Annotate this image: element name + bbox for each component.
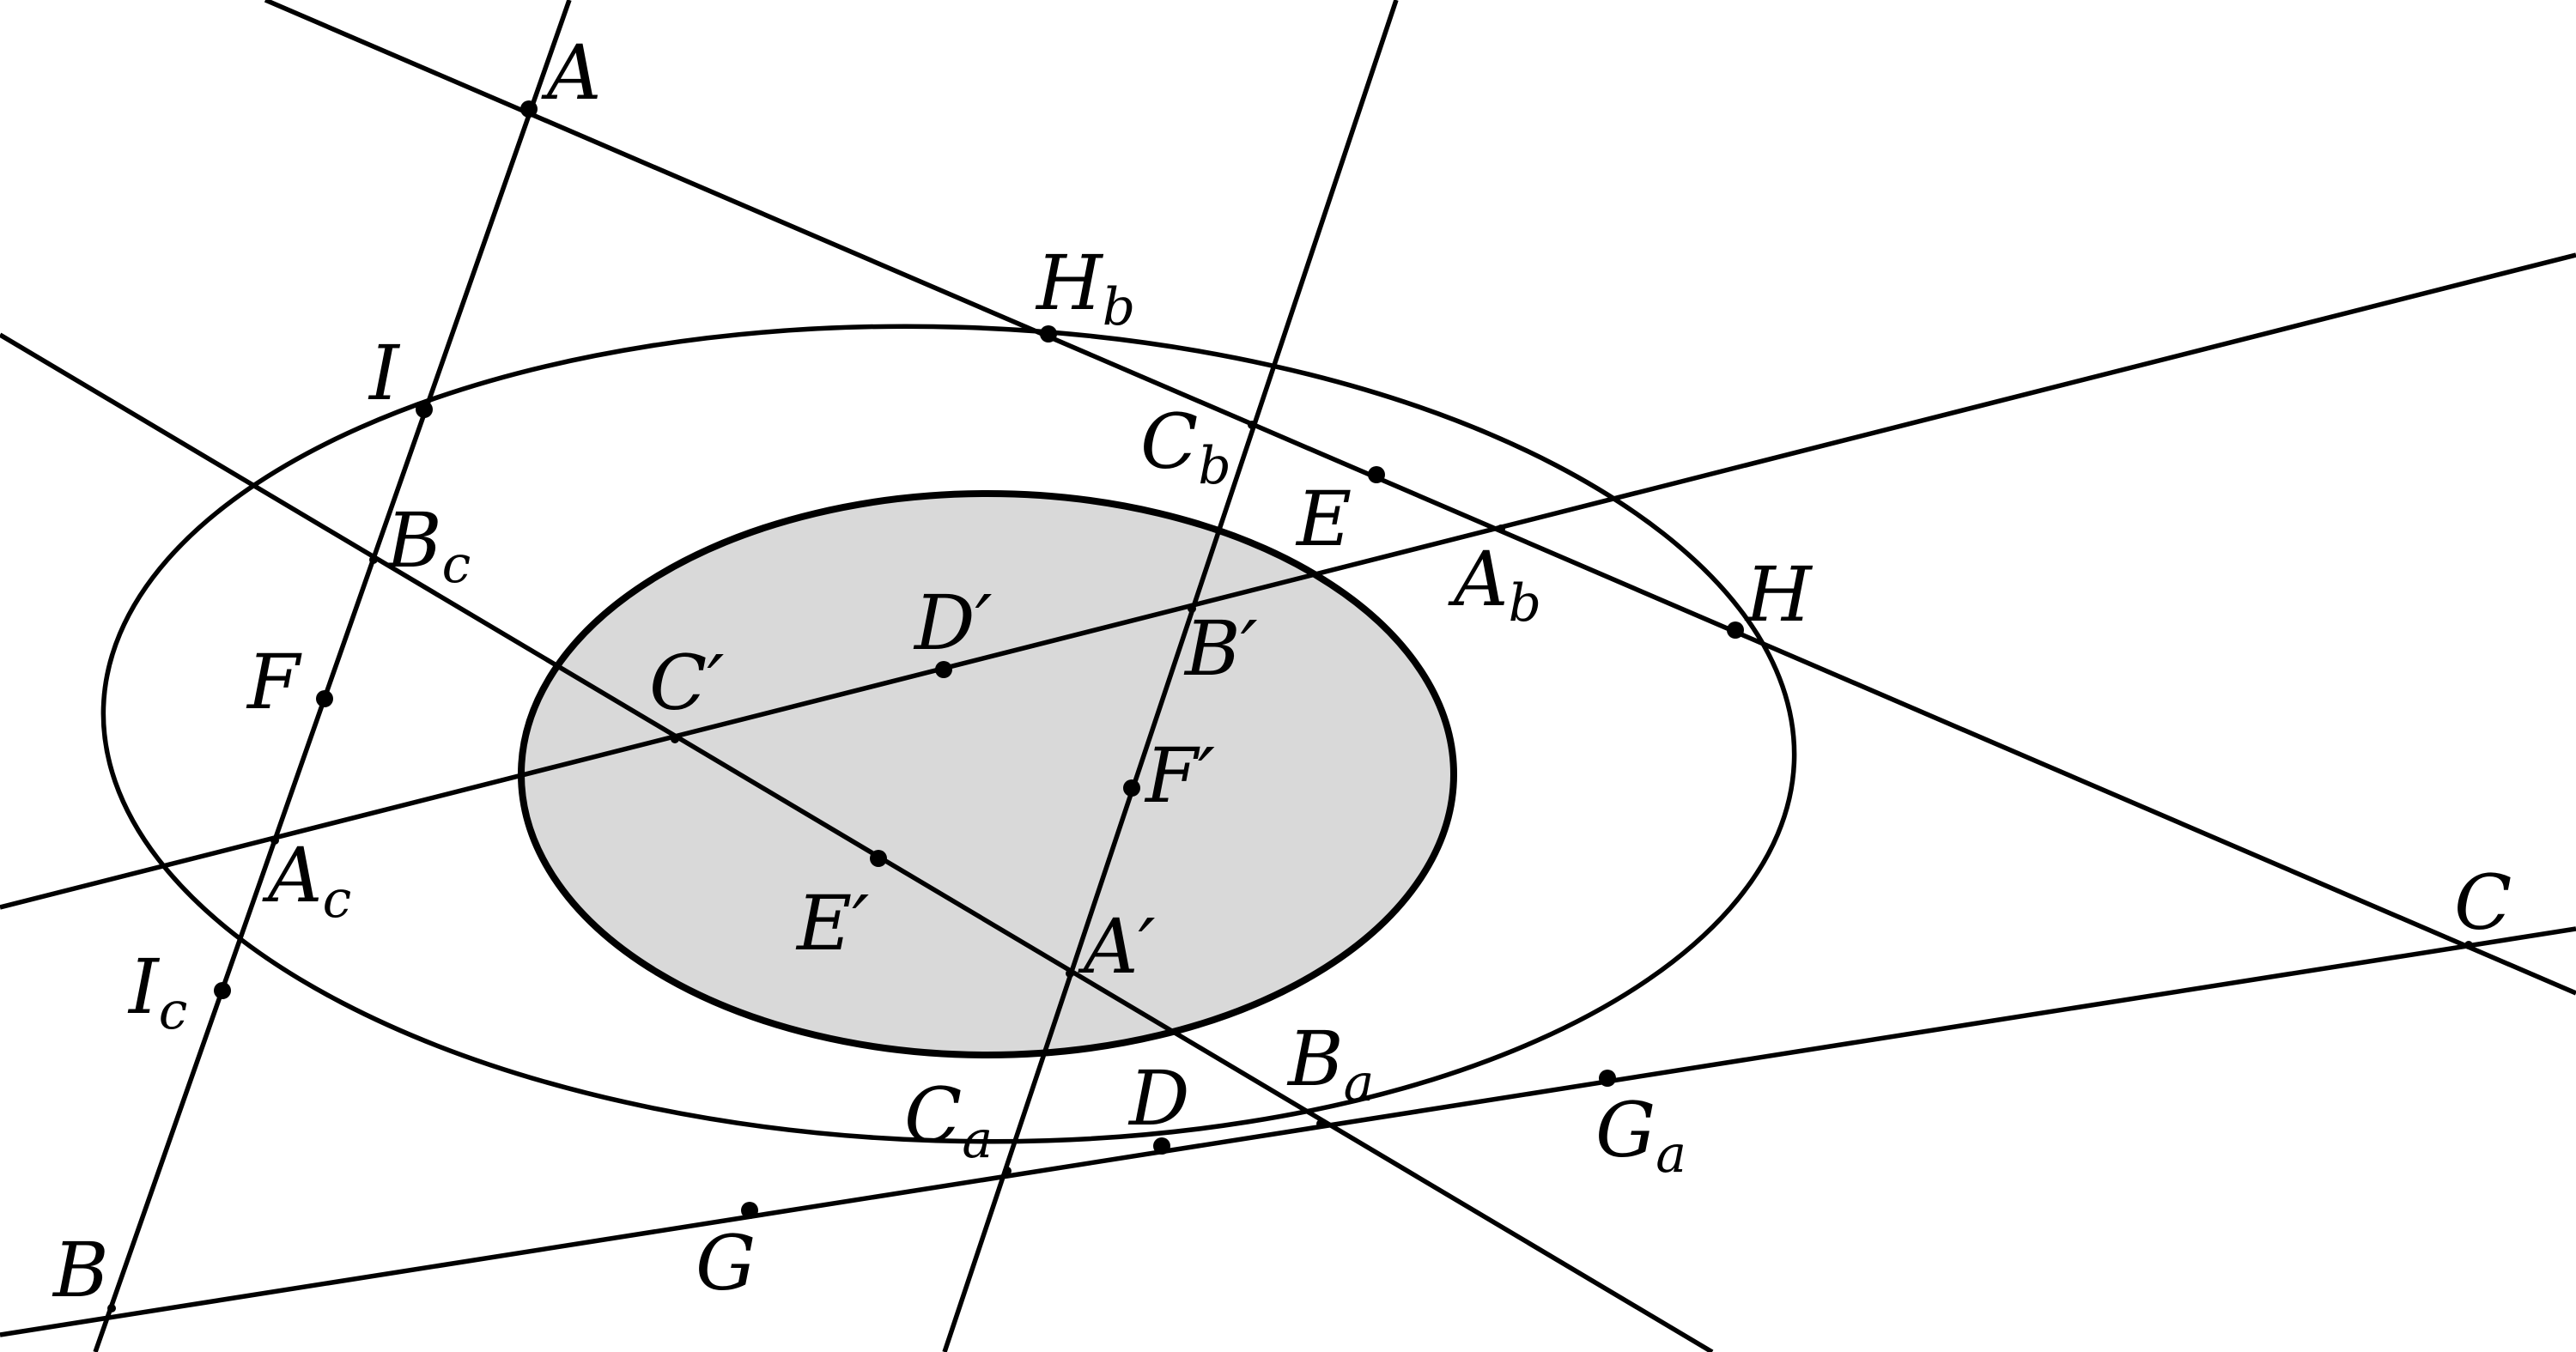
outer-ellipse [100,324,1797,1144]
point-ic [214,982,231,999]
label-ab: Ab [1448,535,1541,634]
point-bp [1188,604,1196,613]
label-cp: C′ [649,639,724,727]
point-d [1153,1137,1170,1155]
point-b [107,1304,116,1313]
point-e [1368,466,1385,483]
label-ca: Ca [904,1071,993,1170]
label-e: E [1295,475,1352,563]
label-bp: B′ [1183,604,1258,693]
label-ga: Ga [1595,1086,1686,1185]
point-f [316,690,333,707]
point-ep [870,850,887,867]
label-dp: D′ [913,579,993,667]
point-h [1727,621,1744,639]
point-ap [1066,969,1074,978]
point-g [741,1202,758,1219]
label-cb: Cb [1140,397,1231,496]
label-hb: Hb [1035,239,1135,337]
point-ba [1316,1119,1325,1128]
line-cpbp [0,252,2576,910]
line-ac [264,0,2576,996]
point-ab [1497,524,1505,533]
label-d: D [1127,1054,1190,1143]
label-c: C [2454,858,2512,947]
label-ic: Ic [127,943,187,1041]
point-a [520,100,538,118]
point-c [2464,941,2473,949]
label-h: H [1744,550,1814,639]
label-ac: Ac [262,831,351,930]
label-f: F [246,638,302,726]
point-ga [1599,1070,1616,1087]
label-bc: Bc [385,496,471,595]
label-g: G [696,1219,756,1307]
label-a: A [541,28,602,117]
label-ep: E′ [795,879,869,967]
line-bpap [942,0,1399,1352]
point-bc [369,555,378,564]
label-ap: A′ [1078,902,1156,991]
line-bc [0,926,2576,1337]
point-fp [1123,779,1140,797]
label-fp: F′ [1144,731,1215,820]
line-cpap [0,332,1714,1352]
point-ca [1003,1167,1012,1175]
label-i: I [368,329,401,417]
point-cp [671,735,679,743]
point-ac [270,836,279,845]
point-i [416,401,433,418]
line-ab [93,0,572,1352]
label-ba: Ba [1286,1015,1374,1113]
point-hb [1040,325,1057,343]
point-dp [935,661,952,678]
label-b: B [52,1226,109,1314]
point-cb [1248,421,1256,429]
